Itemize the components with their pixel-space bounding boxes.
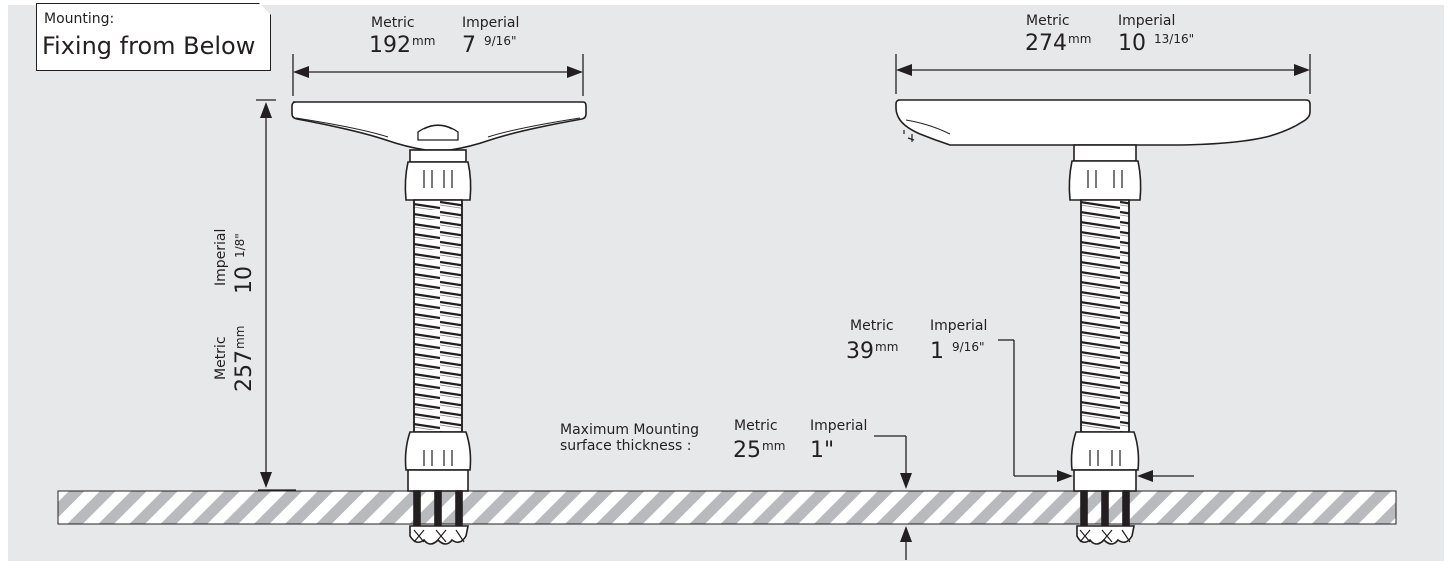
imperial-label: Imperial <box>213 228 229 286</box>
thickness-caption: surface thickness : <box>560 438 692 454</box>
diagram-background <box>8 5 1444 561</box>
metric-value: 257mm <box>232 325 257 392</box>
title-box <box>36 3 271 71</box>
metric-value: 192mm <box>369 33 436 58</box>
imperial-value: 10 13/16" <box>1118 31 1195 56</box>
left-lamp-front-view <box>291 101 587 545</box>
imperial-label: Imperial <box>1118 13 1176 29</box>
imperial-label: Imperial <box>810 418 868 434</box>
metric-label: Metric <box>734 418 778 434</box>
right-lamp-side-view <box>895 99 1311 545</box>
page-title: Fixing from Below <box>42 32 256 60</box>
thickness-caption: Maximum Mounting <box>560 422 699 438</box>
dimension-lines <box>256 54 1311 560</box>
mounting-label: Mounting: <box>44 11 115 27</box>
imperial-value: 1" <box>810 438 835 463</box>
dimension-arrowheads <box>260 64 1310 542</box>
imperial-label: Imperial <box>930 318 988 334</box>
metric-label: Metric <box>371 15 415 31</box>
imperial-label: Imperial <box>462 15 520 31</box>
imperial-value: 10 1/8" <box>232 233 257 294</box>
imperial-value: 7 9/16" <box>462 33 517 58</box>
mounting-surface <box>57 490 1397 525</box>
metric-value: 25mm <box>733 438 786 463</box>
metric-value: 39mm <box>846 339 899 364</box>
imperial-value: 1 9/16" <box>930 339 985 364</box>
metric-label: Metric <box>850 318 894 334</box>
metric-label: Metric <box>1026 13 1070 29</box>
metric-value: 274mm <box>1025 31 1092 56</box>
metric-label: Metric <box>213 336 229 380</box>
